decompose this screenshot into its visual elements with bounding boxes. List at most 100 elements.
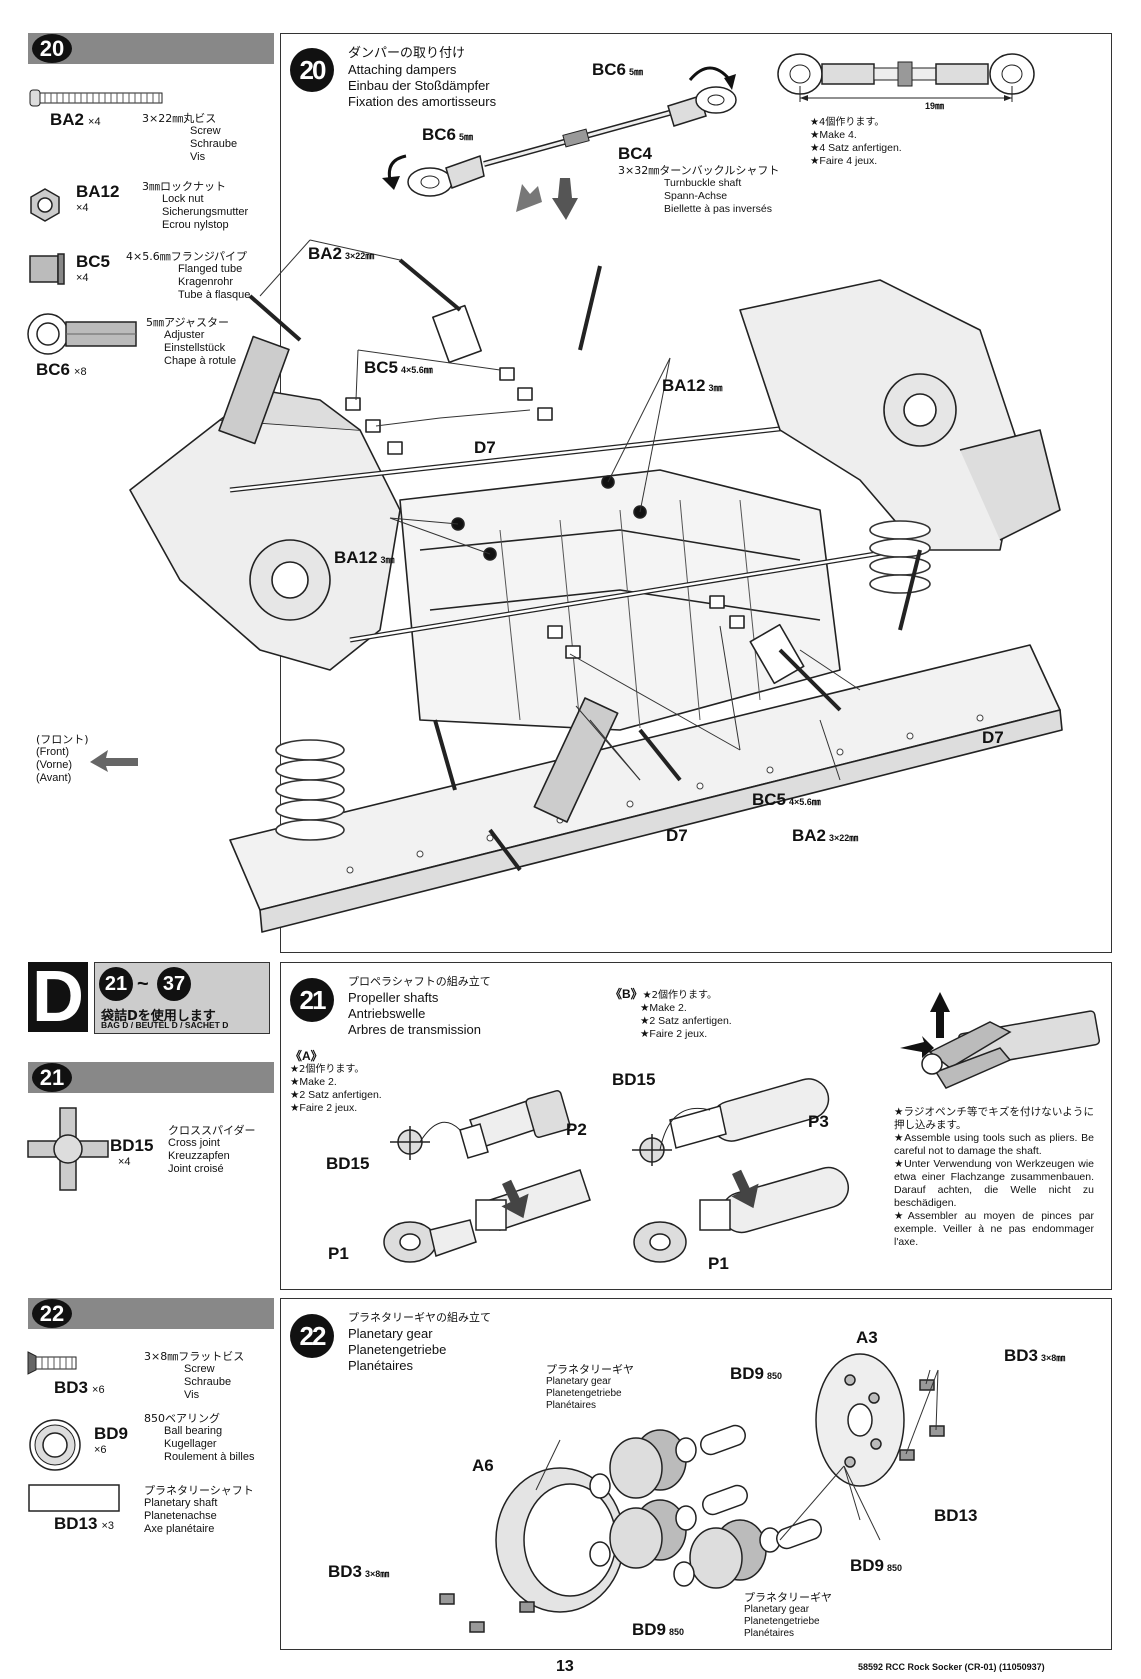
part-size: 3×22㎜丸ビス [142,112,217,125]
note-fr: ★Faire 2 jeux. [640,1028,708,1040]
part-ba12-code: BA12 ×4 [76,182,119,214]
part-bd13-code: BD13×3 [54,1514,114,1534]
note-jp: ★2個作ります。 [642,990,717,1001]
label-size: 850 [887,1563,903,1573]
step20-panel-number: 20 [290,48,334,92]
title-jp: ダンパーの取り付け [348,46,466,61]
part-size: 850ベアリング [144,1412,220,1425]
part-name-fr: Joint croisé [168,1163,224,1175]
note-jp: ★4個作ります。 [810,117,885,128]
title-en: Propeller shafts [348,990,439,1005]
label-p1-a: P1 [328,1244,349,1263]
note-de: ★2 Satz anfertigen. [640,1015,732,1027]
label-d7-chassis-bottom: D7 [666,826,688,845]
gear-name-jp: プラネタリーギヤ [744,1591,832,1604]
part-name-fr: Ecrou nylstop [162,219,229,231]
note-de: ★4 Satz anfertigen. [810,142,902,154]
part-qty: ×4 [76,272,89,284]
part-bc6-desc: 5㎜アジャスター Adjuster Einstellstück Chape à … [146,316,236,368]
title-en: Attaching dampers [348,62,457,77]
step20-notes: ★4個作ります。 ★Make 4. ★4 Satz anfertigen. ★F… [810,116,902,168]
planetary-gear-drawing [439,1353,945,1633]
part-bd9-desc: 850ベアリング Ball bearing Kugellager Rouleme… [144,1412,255,1464]
page-footer: 58592 RCC Rock Socker (CR-01) (11050937) [858,1662,1045,1672]
step21-tips: ★ラジオペンチ等でキズを付けないように押し込みます。 ★Assemble usi… [894,1106,1094,1249]
part-size: 3㎜ロックナット [142,180,226,193]
label-code: BA2 [308,244,343,263]
step21-panel-number: 21 [290,978,334,1022]
step21-group-b: 《B》★2個作ります。 ★Make 2. ★2 Satz anfertigen.… [610,988,732,1041]
label-code: BD9 [850,1556,885,1575]
tip-jp: ★ラジオペンチ等でキズを付けないように押し込みます。 [894,1106,1094,1131]
tip-en: ★Assemble using tools such as pliers. Be… [894,1132,1094,1157]
step22-number: 22 [32,1299,72,1328]
lock-nut-icon [30,188,60,222]
part-name-fr: Axe planétaire [144,1523,215,1535]
part-code: BD9 [94,1424,129,1443]
label-size: 3㎜ [380,555,395,565]
part-name-fr: Tube à flasque [178,289,251,301]
part-bd15-code: BD15 ×4 [110,1136,153,1168]
label-code: BC5 [752,790,787,809]
label-p2: P2 [566,1120,587,1139]
part-name-en: Screw [184,1363,215,1375]
label-code: BA2 [792,826,827,845]
bag-d-info-box: 21 ~ 37 袋詰Dを使用します BAG D / BEUTEL D / SAC… [94,962,270,1034]
title-en: Planetary gear [348,1326,433,1341]
chassis-drawing [129,239,1063,933]
label-a3: A3 [856,1328,878,1347]
bag-d-range-to: 37 [157,967,191,1001]
part-name-fr: Roulement à billes [164,1451,255,1463]
label-code: BC4 [618,144,653,163]
label-name-de: Spann-Achse [664,190,728,202]
label-size: 3×32㎜ターンバックルシャフト [618,164,780,177]
part-name-de: Schraube [184,1376,232,1388]
front-label-fr: (Avant) [36,772,72,784]
bag-d-en: BAG D / BEUTEL D / SACHET D [101,1020,229,1030]
step22-header-bar: 22 [28,1298,274,1329]
step20-header-bar: 20 [28,33,274,64]
title-de: Planetengetriebe [348,1342,447,1357]
dimension-19mm: 19㎜ [922,100,948,113]
part-code: BA12 [76,182,120,201]
label-size: 3×22㎜ [829,833,859,843]
part-code: BD3 [54,1378,89,1397]
note-en: ★Make 2. [640,1002,687,1014]
title-jp: プラネタリーギヤの組み立て [348,1311,491,1324]
label-size: 3×8㎜ [365,1569,390,1579]
gear-name-de: Planetengetriebe [546,1388,622,1399]
title-de: Antriebswelle [348,1006,426,1021]
front-label-en: (Front) [36,746,69,758]
part-code: BC5 [76,252,111,271]
label-a6: A6 [472,1456,494,1475]
title-fr: Planétaires [348,1358,414,1373]
part-name-de: Kragenrohr [178,276,234,288]
step21-titles: プロペラシャフトの組み立て Propeller shafts Antriebsw… [348,974,491,1038]
bag-d-jp: 袋詰Dを使用します [101,1009,216,1024]
planetary-shaft-icon [28,1484,120,1512]
gear-label-top: プラネタリーギヤ Planetary gear Planetengetriebe… [546,1364,634,1412]
note-fr: ★Faire 2 jeux. [290,1102,358,1114]
label-size: 5㎜ [459,132,474,142]
front-label-jp: (フロント) [36,733,89,746]
label-name-en: Turnbuckle shaft [664,177,742,189]
part-name-de: Planetenachse [144,1510,217,1522]
part-qty: ×6 [92,1384,105,1396]
part-bd15-desc: クロススパイダー Cross joint Kreuzzapfen Joint c… [168,1124,256,1176]
title-de: Einbau der Stoßdämpfer [348,78,490,93]
gear-name-fr: Planétaires [546,1400,597,1411]
bag-d-range-from: 21 [99,967,133,1001]
part-bc5-code: BC5 ×4 [76,252,110,284]
label-size: 850 [767,1371,783,1381]
part-bd3-desc: 3×8㎜フラットビス Screw Schraube Vis [144,1350,244,1402]
finished-turnbuckle-drawing [777,53,1035,102]
gear-name-de: Planetengetriebe [744,1616,820,1627]
step21-header-bar: 21 [28,1062,274,1093]
note-jp: ★2個作ります。 [290,1064,365,1075]
label-d7-chassis-top: D7 [474,438,496,457]
